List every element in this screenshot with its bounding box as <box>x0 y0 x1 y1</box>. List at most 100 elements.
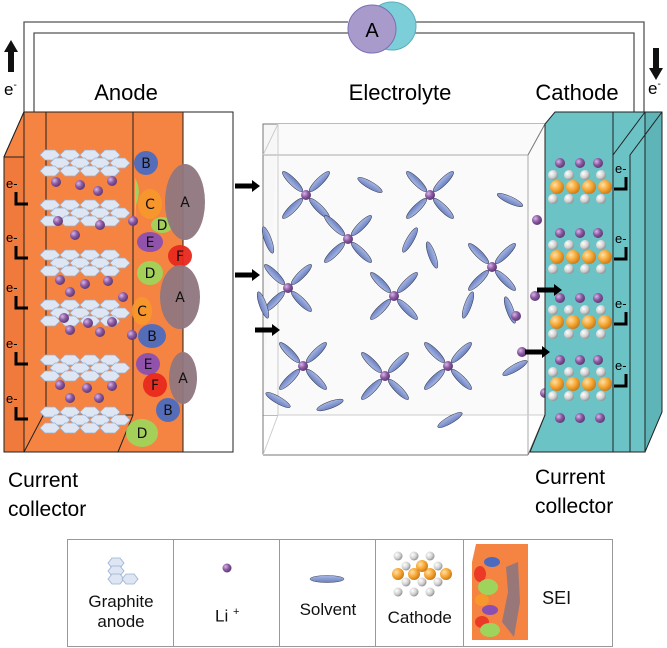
sei-label: A <box>178 371 188 387</box>
lithium-ion <box>343 234 353 244</box>
arrow-icon <box>537 284 562 296</box>
cathode-metal-atom <box>582 180 596 194</box>
cathode-oxygen-atom <box>596 305 606 315</box>
sei-label: F <box>176 249 184 265</box>
cathode-oxygen-atom <box>596 367 606 377</box>
cathode-metal-atom <box>550 315 564 329</box>
lithium-ion <box>93 186 103 196</box>
lithium-ion <box>593 228 603 238</box>
legend-sei-label: SEI <box>542 588 572 608</box>
lithium-ion <box>107 381 117 391</box>
anode-outline <box>3 111 234 453</box>
sei-blob-A: A <box>169 352 197 404</box>
ammeter-label: A <box>365 20 379 42</box>
sei-blob-A: A <box>160 265 200 329</box>
electron-arrow-icon <box>614 374 628 388</box>
lithium-ion <box>95 327 105 337</box>
solvent-molecule <box>256 291 270 319</box>
sei-label: C <box>137 304 147 320</box>
lithium-ion <box>575 293 585 303</box>
lithium-ion <box>380 371 390 381</box>
anode-electron-arrows: e-e-e-e-e- <box>6 176 28 421</box>
lithium-ion <box>65 393 75 403</box>
cathode-metal-atom <box>423 568 436 580</box>
lithium-ion <box>55 275 65 285</box>
electron-up-arrow <box>4 40 18 72</box>
cathode-oxygen-atom <box>433 561 443 571</box>
cathode-oxygen-atom <box>580 194 590 204</box>
legend-lithium-label: Li + <box>215 606 240 626</box>
lithium-ion <box>70 230 80 240</box>
lithium-ion <box>59 313 69 323</box>
lithium-ion <box>443 361 453 371</box>
lithium-ion <box>95 220 105 230</box>
lithium-ion <box>555 228 565 238</box>
lithium-ion <box>530 291 540 301</box>
electron-label: e- <box>6 391 18 406</box>
sei-blob-F: F <box>143 373 167 397</box>
electrolyte-title: Electrolyte <box>349 80 452 105</box>
lithium-ion <box>65 325 75 335</box>
cathode-oxygen-atom <box>417 577 427 587</box>
electron-arrow-icon <box>614 177 628 191</box>
sei-label: F <box>151 378 159 394</box>
lithium-ion <box>595 413 605 423</box>
lithium-ion <box>555 293 565 303</box>
sei-blob-E: E <box>136 353 160 375</box>
lithium-ion <box>593 355 603 365</box>
lithium-ion <box>80 279 90 289</box>
cathode-oxygen-atom <box>548 264 558 274</box>
cathode-oxygen-atom <box>596 240 606 250</box>
sei-blob-D: D <box>151 217 173 234</box>
legend-cathode: Cathode <box>376 540 465 646</box>
anode-lithium-ions <box>51 176 138 403</box>
sei-blob-A: A <box>165 164 205 240</box>
cathode-metal-atom <box>407 568 420 580</box>
cathode-icon <box>391 551 452 597</box>
sei-blob-B: B <box>134 151 158 175</box>
lithium-ion <box>283 283 293 293</box>
sei-label: D <box>137 426 148 442</box>
lithium-ion-icon <box>222 563 232 573</box>
solvent-molecule <box>316 398 344 412</box>
cathode-oxygen-atom <box>401 561 411 571</box>
cathode-metal-atom <box>439 568 452 580</box>
lithium-ion <box>555 158 565 168</box>
graphite-hexagon <box>99 265 121 277</box>
cathode-oxygen-atom <box>580 264 590 274</box>
lithium-ion <box>575 413 585 423</box>
cathode-metal-atom <box>598 315 612 329</box>
cathode-metal-atom <box>566 250 580 264</box>
lithium-ion <box>107 176 117 186</box>
arrow-icon <box>255 324 280 336</box>
arrow-icon <box>525 346 550 358</box>
sei-label: B <box>141 156 151 172</box>
legend-lithium: Li + <box>174 540 281 646</box>
cathode-metal-atom <box>582 315 596 329</box>
cathode-oxygen-atom <box>393 587 403 597</box>
sei-blob-E: E <box>137 232 163 252</box>
lithium-ion <box>425 190 435 200</box>
cathode-metal-atom <box>598 250 612 264</box>
cathode-block <box>529 111 663 453</box>
cathode-metal-atom <box>598 377 612 391</box>
cathode-oxygen-atom <box>564 194 574 204</box>
cathode-oxygen-atom <box>433 577 443 587</box>
anode-title: Anode <box>94 80 158 105</box>
lithium-ion <box>555 355 565 365</box>
lithium-ion <box>118 292 128 302</box>
electron-arrow-icon <box>14 407 28 421</box>
lithium-ion <box>593 293 603 303</box>
ion-migration-arrows <box>235 180 562 358</box>
sei-label: D <box>157 218 168 234</box>
cathode-oxygen-atom <box>564 170 574 180</box>
sei-label: B <box>163 403 173 419</box>
electron-label: e- <box>6 230 18 245</box>
current-collector-left-label: Current collector <box>8 469 86 521</box>
cathode-oxygen-atom <box>580 240 590 250</box>
lithium-ion <box>128 216 138 226</box>
sei-label: A <box>180 195 190 211</box>
